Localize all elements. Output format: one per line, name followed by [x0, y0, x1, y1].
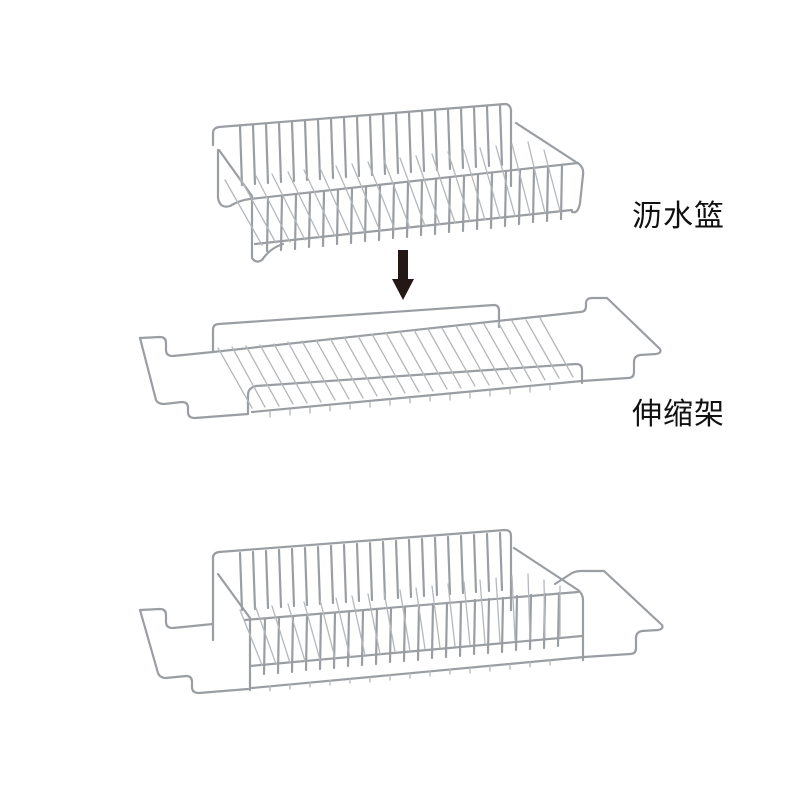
- down-arrow-icon: [392, 250, 414, 300]
- extendable-rack-label: 伸缩架: [632, 397, 725, 432]
- extendable-rack-figure: [138, 296, 662, 420]
- drain-basket-label: 沥水篮: [632, 199, 725, 234]
- assembled-figure: [138, 528, 664, 695]
- drain-basket-figure: [211, 102, 585, 263]
